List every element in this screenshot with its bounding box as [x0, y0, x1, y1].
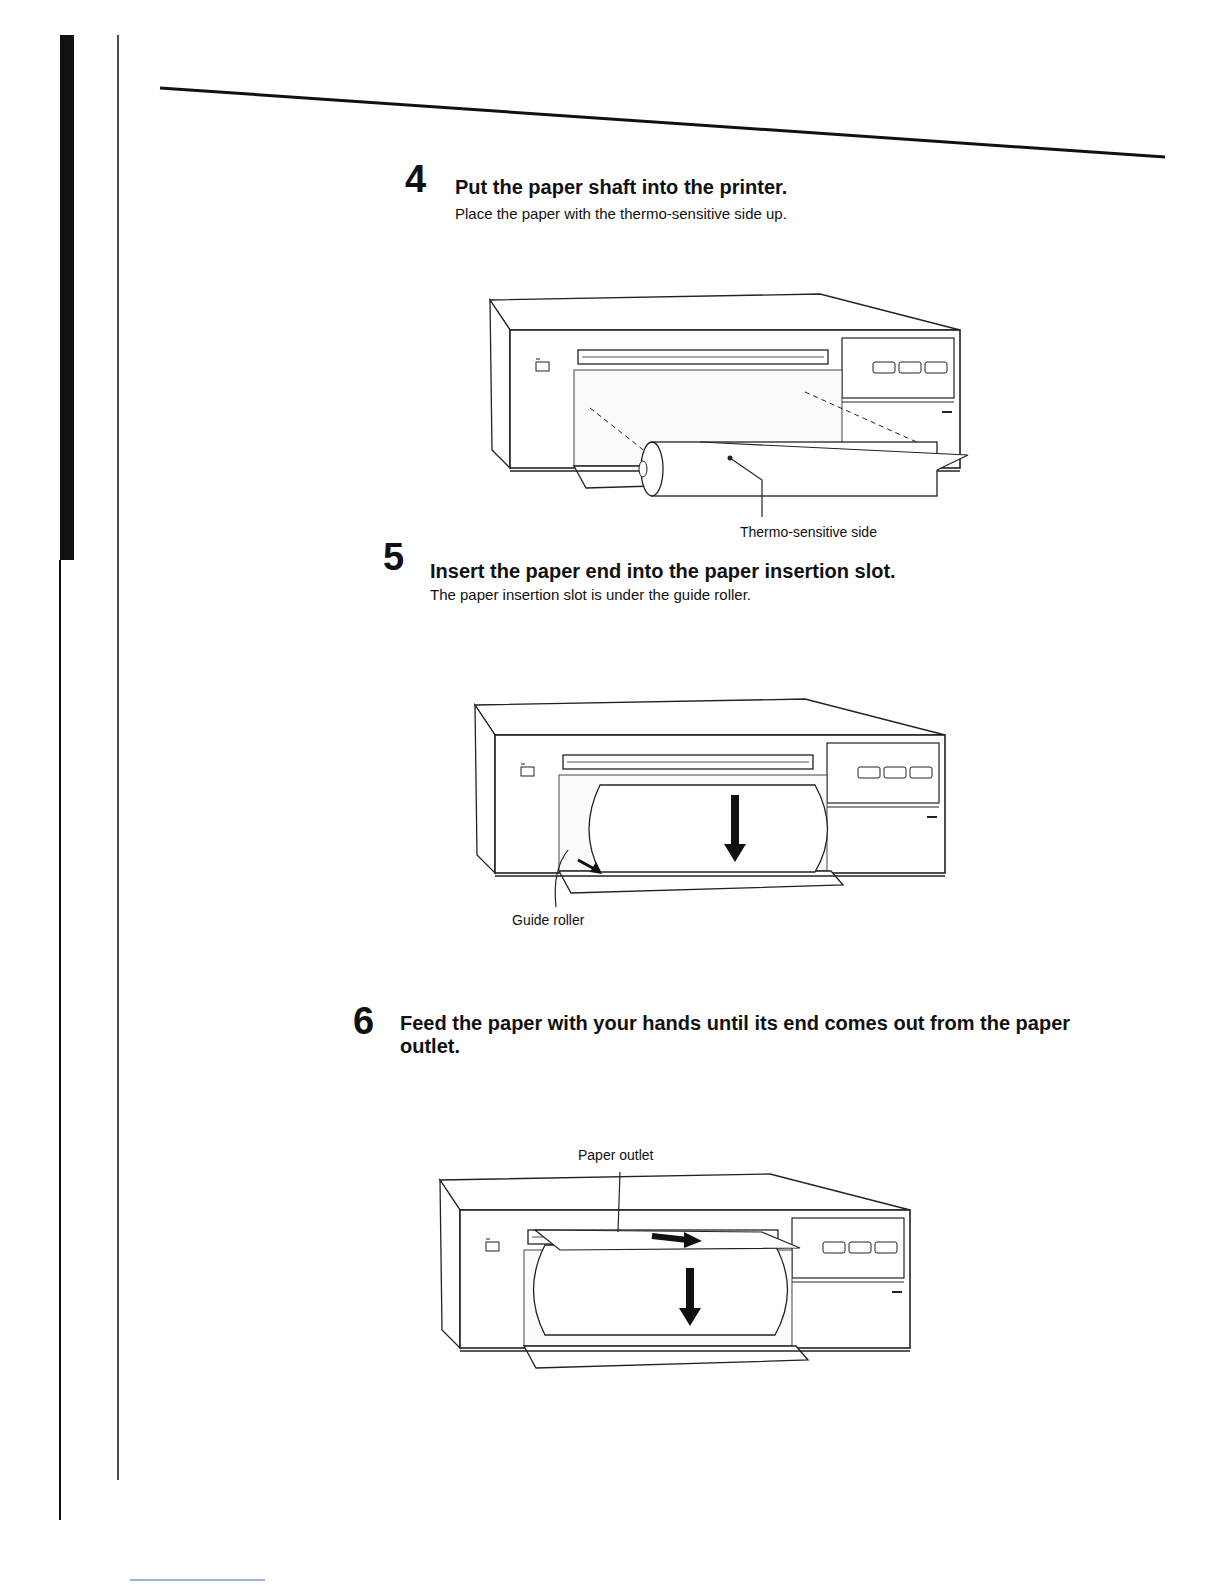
step-heading: Put the paper shaft into the printer. [455, 176, 787, 199]
step-note: Place the paper with the thermo-sensitiv… [455, 205, 787, 222]
step-number: 4 [405, 158, 426, 202]
callout-label: Paper outlet [578, 1147, 654, 1163]
step-note: The paper insertion slot is under the gu… [430, 586, 751, 603]
callout-label: Thermo-sensitive side [740, 524, 877, 540]
callout-label: Guide roller [512, 912, 584, 928]
step-number: 6 [353, 1000, 374, 1044]
step-number: 5 [383, 536, 404, 580]
step-heading: Insert the paper end into the paper inse… [430, 560, 896, 583]
step-heading: Feed the paper with your hands until its… [400, 1012, 1090, 1058]
